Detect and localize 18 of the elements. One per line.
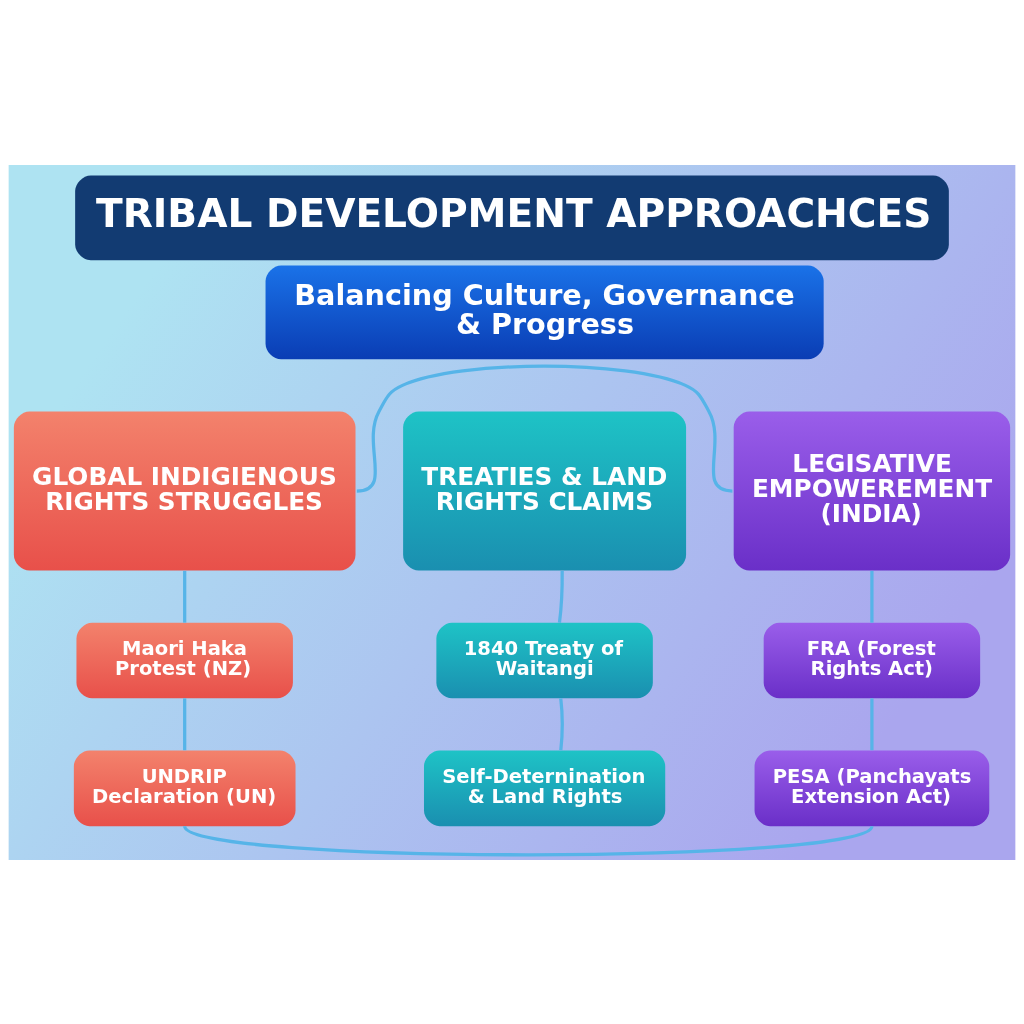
connector: [559, 697, 564, 750]
connector: [183, 824, 873, 856]
node-box: Balancing Culture, Governance & Progress: [265, 264, 824, 359]
connector: [870, 570, 874, 623]
node-box: Self-Deternination & Land Rights: [424, 750, 666, 826]
node-box: Maori Haka Protest (NZ): [76, 622, 293, 698]
node-box: UNDRIP Declaration (UN): [73, 750, 296, 826]
node-box: 1840 Treaty of Waitangi: [436, 622, 653, 698]
connector: [557, 570, 564, 623]
connector: [183, 697, 187, 750]
node-box: FRA (Forest Rights Act): [763, 622, 981, 698]
node-box: PESA (Panchayats Extension Act): [754, 750, 990, 826]
node-box: GLOBAL INDIGIENOUS RIGHTS STRUGGLES: [13, 410, 356, 571]
node-box: TREATIES & LAND RIGHTS CLAIMS: [403, 410, 687, 571]
connector: [870, 697, 874, 750]
diagram-title: TRIBAL DEVELOPMENT APPROACHCES: [96, 190, 932, 236]
node-box: LEGISATIVE EMPOWEREMENT (INDIA): [733, 410, 1011, 571]
connector: [183, 570, 187, 623]
